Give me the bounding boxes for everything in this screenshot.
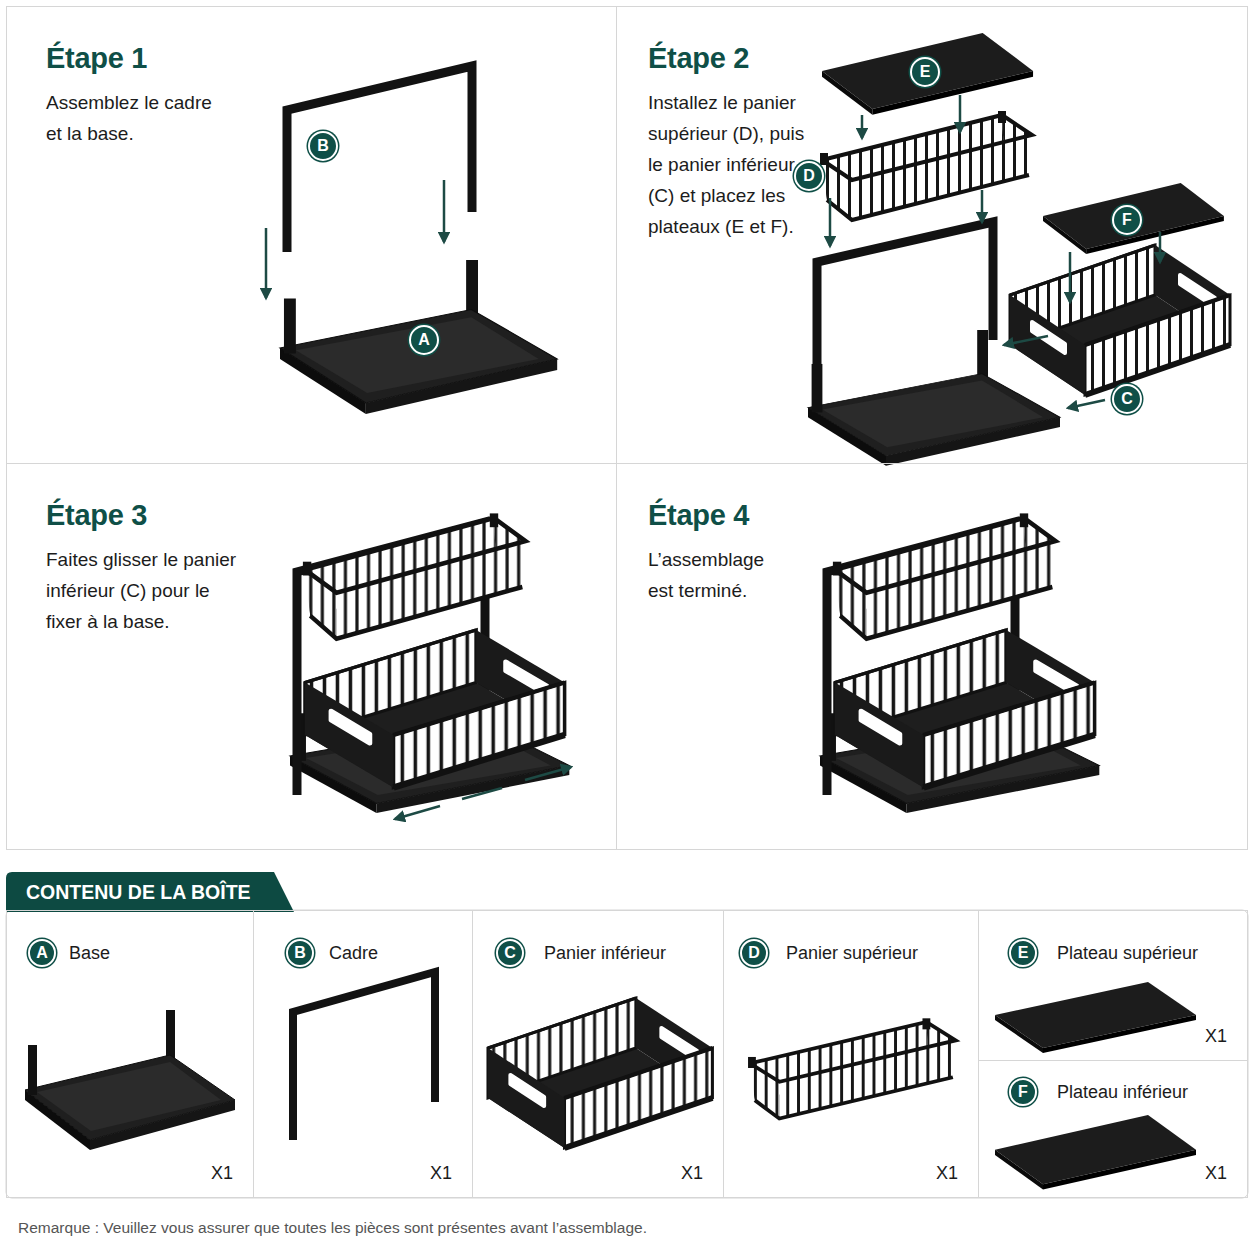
part-name: Plateau supérieur (1057, 942, 1198, 964)
contents-box (6, 910, 1248, 1198)
top-tray-drawing (822, 33, 1033, 115)
part-cell: Panier inférieurX1 C (472, 910, 724, 1198)
part-name: Plateau inférieur (1057, 1081, 1188, 1103)
assembled-drawing (820, 513, 1099, 813)
slide-arrow (525, 767, 571, 780)
part-name: Base (69, 942, 110, 964)
section-tab: CONTENU DE LA BOÎTE (6, 872, 294, 912)
lower-basket-drawing (1010, 245, 1230, 395)
callout-letter: D (803, 168, 815, 184)
step-heading: Étape 2 (648, 41, 749, 75)
step-heading: Étape 4 (648, 498, 749, 532)
step-instruction: Assemblez le cadre et la base. (46, 87, 228, 149)
quantity-label: X1 (681, 1162, 703, 1184)
part-name: Panier inférieur (544, 942, 666, 964)
quantity-label: X1 (936, 1162, 958, 1184)
step-instruction: L’assemblage est terminé. (648, 544, 778, 606)
assembly-arrow (265, 228, 268, 298)
assembly-arrow (861, 115, 864, 138)
base-drawing (25, 1010, 235, 1150)
part-name: Panier supérieur (786, 942, 918, 964)
callout-letter: E (920, 64, 931, 80)
callout-letter: F (1018, 1084, 1028, 1100)
assembly-arrow (1068, 400, 1105, 408)
part-cell: CadreX1 B (253, 910, 473, 1198)
top-tray-drawing (995, 982, 1196, 1053)
assembly-arrow (443, 180, 446, 242)
callout-circle: C (496, 939, 524, 967)
assembly-arrow (1004, 336, 1048, 345)
assembly-arrow (1069, 252, 1072, 302)
callout-circle: A (409, 325, 439, 355)
step-heading: Étape 3 (46, 498, 147, 532)
callout-letter: B (294, 945, 306, 961)
callout-letter: C (1121, 391, 1133, 407)
frame-drawing (817, 222, 993, 390)
bottom-tray-drawing (995, 1115, 1196, 1190)
callout-letter: D (748, 945, 760, 961)
callout-letter: E (1018, 945, 1029, 961)
callout-circle: D (740, 939, 768, 967)
tab-fill (6, 872, 294, 912)
upper-basket-drawing (820, 111, 1032, 220)
bottom-tray-drawing (1043, 183, 1224, 254)
quantity-label: X1 (1205, 1025, 1227, 1047)
step-panel: Étape 2 Installez le panier supérieur (D)… (616, 6, 1248, 464)
callout-circle: A (28, 939, 56, 967)
callout-letter: B (317, 138, 329, 154)
callout-circle: D (794, 161, 824, 191)
assembly-arrow (1159, 232, 1162, 262)
section-heading: CONTENU DE LA BOÎTE (26, 872, 251, 912)
part-cell: Plateau supérieurX1 E (978, 910, 1248, 1061)
callout-circle: B (308, 131, 338, 161)
frame-drawing (287, 66, 472, 252)
callout-circle: F (1112, 205, 1142, 235)
callout-letter: A (418, 332, 430, 348)
quantity-label: X1 (211, 1162, 233, 1184)
slide-arrow (395, 806, 440, 819)
slide-arrow-line (462, 788, 502, 799)
quantity-label: X1 (430, 1162, 452, 1184)
callout-letter: A (36, 945, 48, 961)
assembly-arrow (981, 190, 984, 222)
base-drawing (280, 260, 557, 414)
callout-circle: F (1009, 1078, 1037, 1106)
quantity-label: X1 (1205, 1162, 1227, 1184)
upper-basket-drawing (748, 1018, 956, 1118)
frame-drawing (293, 972, 435, 1140)
callout-letter: F (1122, 212, 1132, 228)
part-cell: Plateau inférieurX1 F (978, 1060, 1248, 1198)
lower-basket-drawing (488, 998, 712, 1148)
assembly-arrow (829, 198, 832, 246)
part-name: Cadre (329, 942, 378, 964)
assembled-drawing (290, 513, 569, 813)
step-panel: Étape 1 Assemblez le cadre et la base. B A (6, 6, 617, 464)
callout-circle: E (1009, 939, 1037, 967)
step-panel: Étape 3 Faites glisser le panier inférieu… (6, 463, 617, 850)
callout-letter: C (504, 945, 516, 961)
callout-circle: E (910, 57, 940, 87)
part-cell: Panier supérieurX1 D (723, 910, 979, 1198)
assembly-arrow (959, 95, 962, 132)
step-instruction: Installez le panier supérieur (D), puis … (648, 87, 810, 242)
callout-circle: B (286, 939, 314, 967)
part-cell: BaseX1 A (6, 910, 254, 1198)
step-panel: Étape 4 L’assemblage est terminé. (616, 463, 1248, 850)
callout-circle: C (1112, 384, 1142, 414)
note-caption: Remarque : Veuillez vous assurer que tou… (18, 1217, 647, 1239)
step-heading: Étape 1 (46, 41, 147, 75)
step-instruction: Faites glisser le panier inférieur (C) p… (46, 544, 242, 637)
